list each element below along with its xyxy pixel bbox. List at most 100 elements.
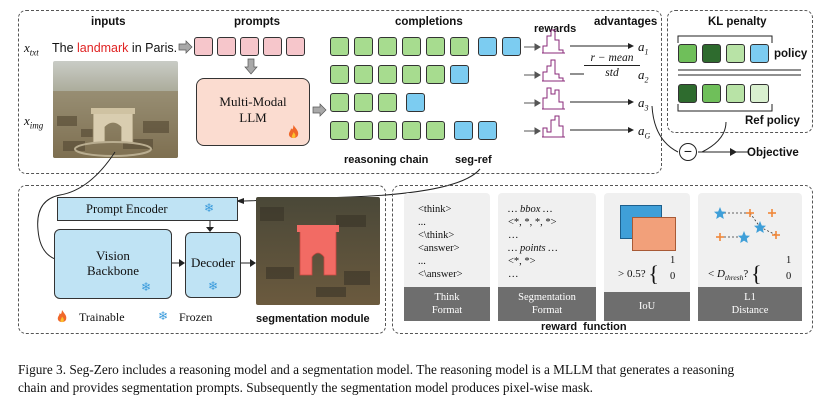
completion-token xyxy=(402,65,421,84)
frozen-snowflake-icon: ❄ xyxy=(158,309,169,323)
figure-caption-line1: Figure 3. Seg-Zero includes a reasoning … xyxy=(18,362,735,377)
think-format-card: <think> ... <\think> <answer> ... <\answ… xyxy=(404,193,490,321)
frozen-snowflake-icon: ❄ xyxy=(208,279,219,293)
llm-label-line1: Multi-Modal xyxy=(219,94,287,109)
reward-function-label: reward function xyxy=(538,321,630,333)
prompt-encoder-label: Prompt Encoder xyxy=(86,202,168,216)
kl-penalty-panel xyxy=(667,10,813,133)
x-txt-symbol: xtxt xyxy=(24,40,39,58)
completion-seg-token xyxy=(502,37,521,56)
formula-numerator: r − mean xyxy=(590,52,634,64)
prompt-token xyxy=(194,37,213,56)
reasoning-panel xyxy=(18,10,662,174)
prompts-label: prompts xyxy=(234,16,280,28)
policy-token xyxy=(678,44,697,63)
objective-connectors xyxy=(651,105,748,153)
iou-box-orange xyxy=(632,217,676,251)
iou-value-1: 1 xyxy=(670,255,676,266)
policy-token xyxy=(726,44,745,63)
advantages-label: advantages xyxy=(594,16,658,28)
minus-operator: − xyxy=(679,143,697,161)
segmentation-format-card: … bbox … <*, *, *, *> … … points … <*, *… xyxy=(498,193,596,321)
legend-frozen: Frozen xyxy=(179,310,213,324)
completion-token xyxy=(402,37,421,56)
text-input: The landmark in Paris. xyxy=(52,41,178,55)
completion-seg-token xyxy=(478,37,497,56)
segref-to-encoder-connector xyxy=(236,168,481,204)
advantage-a3: a3 xyxy=(638,95,649,113)
vision-backbone-box: Vision Backbone ❄ xyxy=(54,229,172,299)
l1-value-1: 1 xyxy=(786,255,792,266)
seg-format-lines: … bbox … <*, *, *, *> … … points … <*, *… xyxy=(508,204,558,280)
l1-value-0: 0 xyxy=(786,271,792,282)
l1-condition: < Dthresh? { xyxy=(708,261,762,286)
ref-policy-token xyxy=(678,84,697,103)
segmentation-module-panel xyxy=(18,185,386,334)
frozen-snowflake-icon: ❄ xyxy=(204,201,215,215)
advantage-a1: a1 xyxy=(638,39,649,57)
prompt-token xyxy=(217,37,236,56)
frozen-snowflake-icon: ❄ xyxy=(141,280,152,294)
advantage-arrows xyxy=(570,43,634,133)
completion-token xyxy=(378,37,397,56)
kl-bracket xyxy=(677,35,773,43)
completion-seg-token xyxy=(478,121,497,140)
legend-trainable: Trainable xyxy=(79,310,125,324)
inputs-label: inputs xyxy=(91,16,126,28)
completion-token xyxy=(402,121,421,140)
policy-token xyxy=(750,44,769,63)
iou-value-0: 0 xyxy=(670,271,676,282)
seg-ref-label: seg-ref xyxy=(455,154,492,166)
input-image xyxy=(53,61,178,158)
reward-histograms xyxy=(524,29,565,138)
iou-condition: > 0.5? { xyxy=(618,261,659,286)
prompt-token xyxy=(286,37,305,56)
backbone-to-decoder-arrow xyxy=(172,259,185,267)
completion-token xyxy=(330,37,349,56)
encoder-to-decoder-arrow xyxy=(206,221,214,232)
completion-token xyxy=(330,65,349,84)
l1-points-illustration xyxy=(714,207,780,243)
completion-token xyxy=(426,65,445,84)
vision-backbone-label-2: Backbone xyxy=(87,263,139,278)
rewards-label: rewards xyxy=(534,23,577,35)
completions-label: completions xyxy=(395,16,463,28)
completion-seg-token xyxy=(406,93,425,112)
completion-seg-token xyxy=(454,121,473,140)
arrow-prompts-to-llm xyxy=(244,58,258,75)
kl-penalty-title: KL penalty xyxy=(708,16,767,28)
completion-token xyxy=(426,121,445,140)
completion-token xyxy=(378,65,397,84)
figure-caption-line2: chain and provides segmentation prompts.… xyxy=(18,380,593,395)
reward-function-panel xyxy=(392,185,813,334)
multimodal-llm-box: Multi-Modal LLM xyxy=(196,78,310,146)
ref-policy-token xyxy=(726,84,745,103)
landmark-highlight: landmark xyxy=(77,41,129,55)
arrow-llm-to-completions xyxy=(312,103,327,117)
completion-token xyxy=(426,37,445,56)
completion-token xyxy=(354,65,373,84)
segmentation-module-label: segmentation module xyxy=(256,313,370,325)
formula-denominator: std xyxy=(605,67,619,79)
decoder-to-output-arrow xyxy=(241,259,256,267)
x-img-symbol: ximg xyxy=(24,113,44,131)
completion-token xyxy=(330,93,349,112)
decoder-box: Decoder ❄ xyxy=(185,232,241,298)
vision-backbone-label-1: Vision xyxy=(96,248,130,263)
iou-card: > 0.5? { 1 0 IoU xyxy=(604,193,690,321)
objective-arrow xyxy=(698,148,737,156)
reasoning-chain-label: reasoning chain xyxy=(344,154,429,166)
iou-title: IoU xyxy=(604,292,690,321)
ref-policy-token xyxy=(702,84,721,103)
kl-divider xyxy=(678,69,801,76)
completion-token xyxy=(330,121,349,140)
ref-policy-label: Ref policy xyxy=(745,115,800,127)
arrow-input-to-prompts xyxy=(178,40,193,54)
think-format-lines: <think> ... <\think> <answer> ... <\answ… xyxy=(418,204,463,280)
completion-token xyxy=(354,93,373,112)
completion-token xyxy=(378,121,397,140)
prompt-token xyxy=(263,37,282,56)
